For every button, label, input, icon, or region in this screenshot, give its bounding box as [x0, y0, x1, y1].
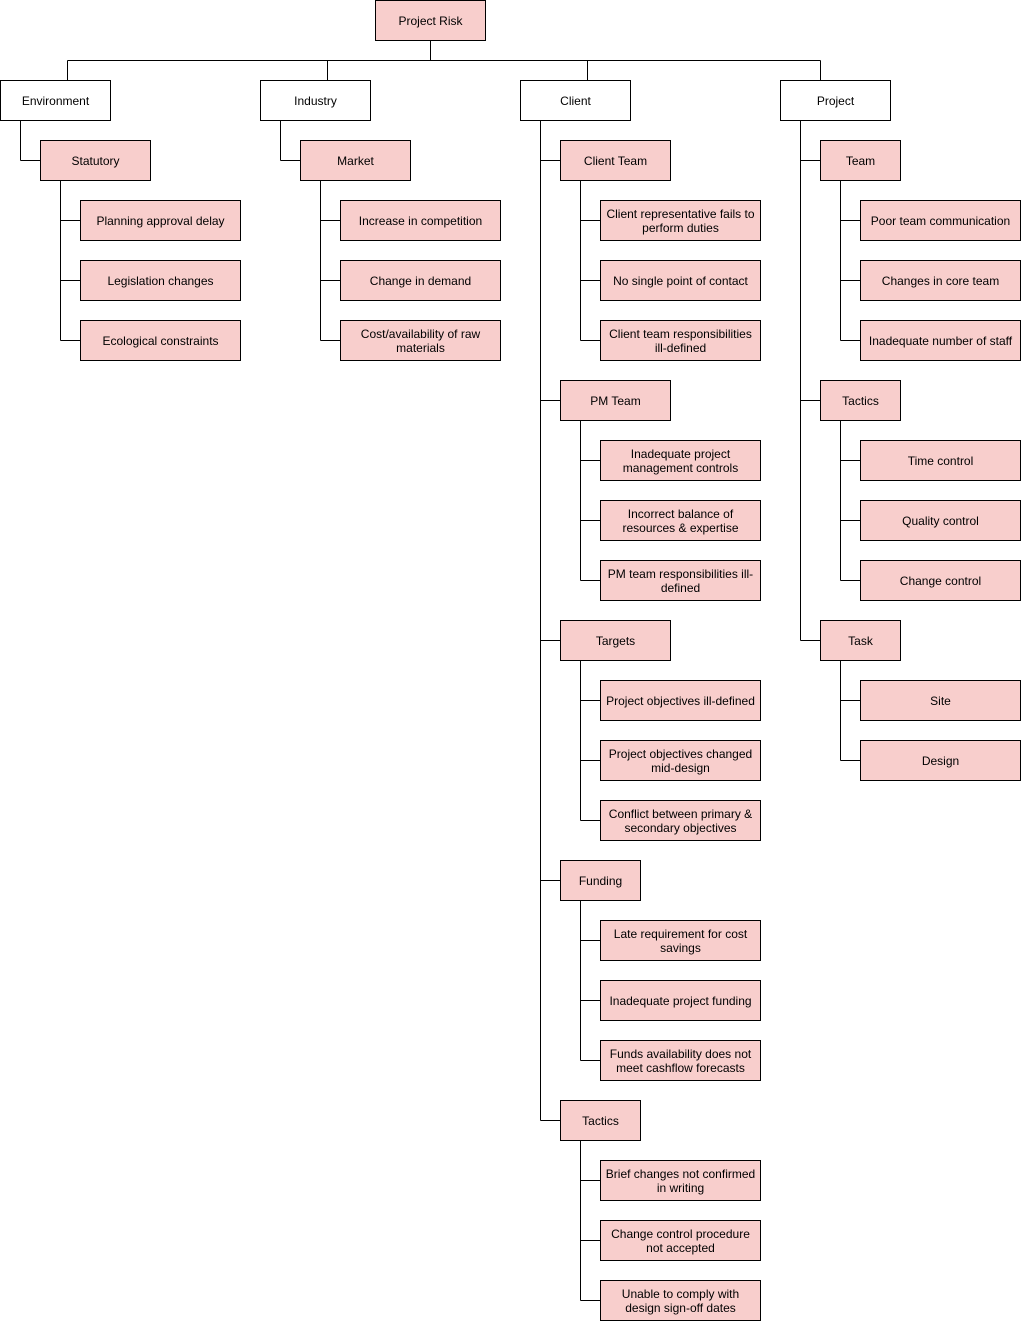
- risk-item: Late requirement for cost savings: [600, 920, 761, 961]
- group-team: Team: [820, 140, 901, 181]
- group-funding: Funding: [560, 860, 641, 901]
- group-statutory: Statutory: [40, 140, 151, 181]
- category-client: Client: [520, 80, 631, 121]
- group-client-team: Client Team: [560, 140, 671, 181]
- risk-item: Client representative fails to perform d…: [600, 200, 761, 241]
- group-market: Market: [300, 140, 411, 181]
- group-targets: Targets: [560, 620, 671, 661]
- risk-item: Changes in core team: [860, 260, 1021, 301]
- risk-item: Inadequate number of staff: [860, 320, 1021, 361]
- risk-item: Unable to comply with design sign-off da…: [600, 1280, 761, 1321]
- risk-item: Legislation changes: [80, 260, 241, 301]
- risk-item: PM team responsibilities ill-defined: [600, 560, 761, 601]
- group-client-tactics: Tactics: [560, 1100, 641, 1141]
- risk-item: No single point of contact: [600, 260, 761, 301]
- risk-item: Change control procedure not accepted: [600, 1220, 761, 1261]
- risk-item: Planning approval delay: [80, 200, 241, 241]
- risk-item: Site: [860, 680, 1021, 721]
- risk-item: Change control: [860, 560, 1021, 601]
- risk-item: Poor team communication: [860, 200, 1021, 241]
- risk-item: Conflict between primary & secondary obj…: [600, 800, 761, 841]
- group-project-tactics: Tactics: [820, 380, 901, 421]
- risk-item: Project objectives ill-defined: [600, 680, 761, 721]
- group-pm-team: PM Team: [560, 380, 671, 421]
- risk-item: Funds availability does not meet cashflo…: [600, 1040, 761, 1081]
- category-environment: Environment: [0, 80, 111, 121]
- risk-item: Increase in competition: [340, 200, 501, 241]
- risk-item: Change in demand: [340, 260, 501, 301]
- risk-item: Design: [860, 740, 1021, 781]
- risk-item: Cost/availability of raw materials: [340, 320, 501, 361]
- risk-item: Incorrect balance of resources & experti…: [600, 500, 761, 541]
- risk-item: Inadequate project management controls: [600, 440, 761, 481]
- risk-item: Inadequate project funding: [600, 980, 761, 1021]
- category-project: Project: [780, 80, 891, 121]
- category-industry: Industry: [260, 80, 371, 121]
- group-task: Task: [820, 620, 901, 661]
- risk-item: Brief changes not confirmed in writing: [600, 1160, 761, 1201]
- root-node: Project Risk: [375, 0, 486, 41]
- risk-item: Ecological constraints: [80, 320, 241, 361]
- risk-item: Project objectives changed mid-design: [600, 740, 761, 781]
- risk-item: Time control: [860, 440, 1021, 481]
- risk-item: Quality control: [860, 500, 1021, 541]
- risk-item: Client team responsibilities ill-defined: [600, 320, 761, 361]
